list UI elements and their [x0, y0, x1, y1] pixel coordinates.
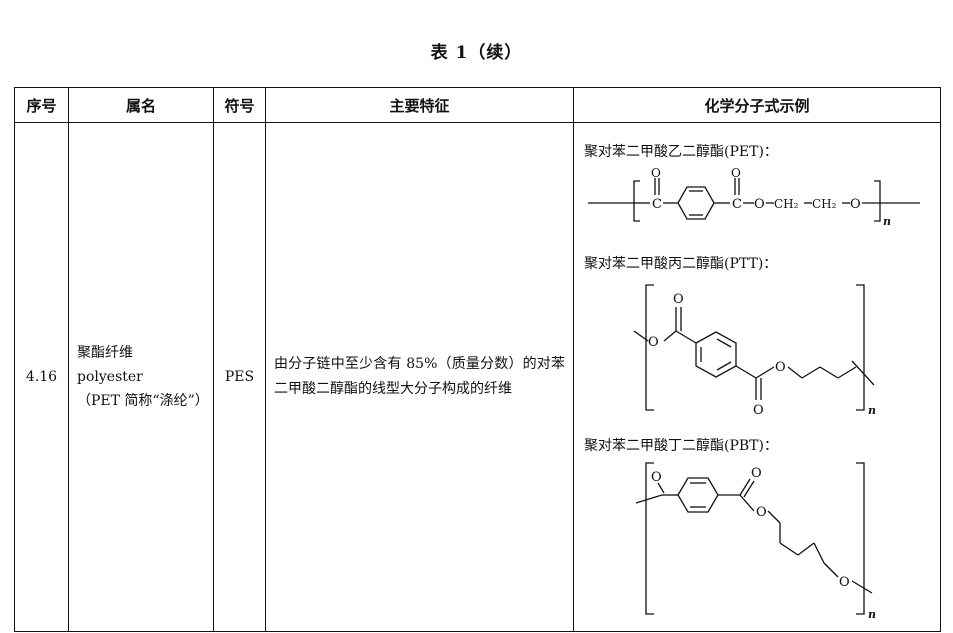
pet-carbon-2: C: [732, 197, 742, 212]
pet-carbon-1: C: [652, 197, 662, 212]
ptt-carbonyl-o-2: O: [753, 403, 764, 418]
table-row: 4.16 聚酯纤维 polyester （PET 简称“涤纶”） PES 由分子…: [14, 122, 941, 632]
header-features: 主要特征: [265, 87, 574, 123]
ptt-subscript-n: n: [868, 404, 876, 417]
pbt-carbonyl-o-1: O: [651, 470, 662, 485]
cell-features: 由分子链中至少含有 85%（质量分数）的对苯二甲酸二醇酯的线型大分子构成的纤维: [265, 122, 574, 632]
pet-ester-o: O: [754, 197, 765, 212]
header-row: 序号 属名 符号 主要特征 化学分子式示例: [14, 87, 941, 123]
pet-ether-o: O: [850, 197, 861, 212]
table-caption: 表 1（续）: [430, 43, 523, 63]
header-no: 序号: [14, 87, 69, 123]
header-name: 属名: [68, 87, 214, 123]
name-note: （PET 简称“涤纶”）: [77, 393, 209, 409]
pet-subscript-n: n: [883, 215, 891, 228]
cell-symbol: PES: [213, 122, 266, 632]
ptt-ester-o-1: O: [648, 335, 659, 350]
pbt-ester-o: O: [756, 505, 767, 520]
pet-carbonyl-o-2: O: [731, 167, 741, 180]
pbt-subscript-n: n: [868, 608, 876, 621]
pet-label: 聚对苯二甲酸乙二醇酯(PET)：: [584, 144, 778, 160]
pbt-chain-o: O: [839, 575, 850, 590]
cell-formula: 聚对苯二甲酸乙二醇酯(PET)：: [573, 122, 941, 632]
standard-table: 序号 属名 符号 主要特征 化学分子式示例 4.16 聚酯纤维 polyeste…: [14, 87, 941, 632]
name-english: polyester: [77, 369, 143, 385]
pet-ch2-1: CH₂: [774, 197, 799, 211]
name-chinese: 聚酯纤维: [77, 345, 133, 361]
header-formula: 化学分子式示例: [573, 87, 941, 123]
pet-structure: O C O C O CH₂ CH₂ O n: [588, 167, 920, 228]
pbt-carbonyl-o-2: O: [751, 466, 762, 481]
ptt-ester-o-2: O: [775, 360, 786, 375]
pbt-structure: O O O O n: [635, 462, 876, 621]
ptt-structure: O O O O n: [633, 284, 876, 418]
pbt-label: 聚对苯二甲酸丁二醇酯(PBT)：: [584, 438, 778, 454]
pet-carbonyl-o-1: O: [651, 167, 661, 180]
ptt-carbonyl-o-1: O: [673, 292, 684, 307]
pet-ch2-2: CH₂: [812, 197, 837, 211]
header-symbol: 符号: [213, 87, 266, 123]
cell-no: 4.16: [14, 122, 69, 632]
ptt-label: 聚对苯二甲酸丙二醇酯(PTT)：: [584, 256, 778, 272]
cell-name: 聚酯纤维 polyester （PET 简称“涤纶”）: [68, 122, 214, 632]
